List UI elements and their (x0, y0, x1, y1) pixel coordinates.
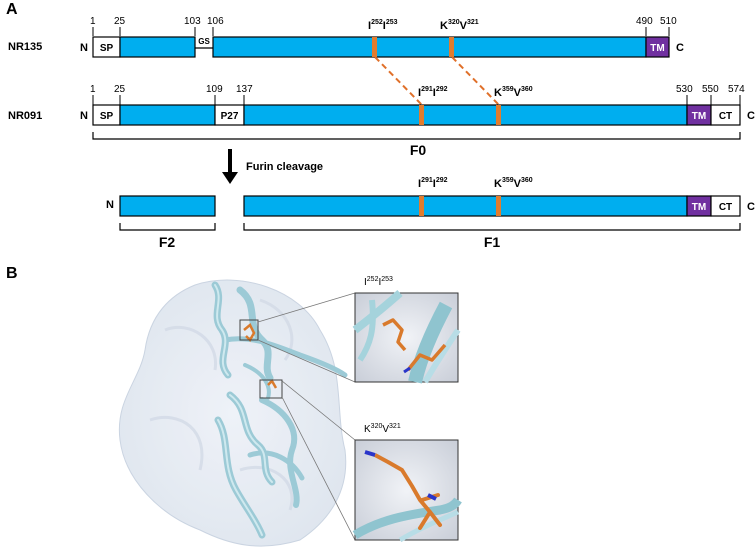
nr135-tm-domain (645, 36, 670, 58)
nr091-mutation-site-1 (419, 105, 424, 125)
connector-1a (257, 292, 356, 323)
nr135-site2-label: K320V321 (440, 19, 479, 32)
nr091-site1-label: I291I292 (418, 86, 448, 99)
nr135-c-terminus: C (676, 42, 684, 54)
nr135-name: NR135 (8, 41, 42, 53)
correspondence-line-2 (451, 56, 500, 106)
f1-bracket (243, 223, 741, 231)
nr135-domain-segment-1 (119, 36, 196, 58)
nr091-n-terminus: N (80, 110, 88, 122)
inset2-site-label: K320V321 (364, 423, 401, 435)
protein-surface (118, 279, 347, 547)
nr091-c-terminus: C (747, 110, 755, 122)
cleaved-c-terminus: C (747, 201, 755, 213)
zoom-box-2 (259, 379, 283, 399)
inset2-nitrogen-2 (427, 493, 437, 501)
inset1-nitrogen (403, 366, 411, 374)
f2-domain (119, 195, 216, 217)
f2-bracket (119, 223, 216, 231)
f1-tm-label: TM (692, 202, 706, 213)
nr091-name: NR091 (8, 110, 42, 122)
panel-b-label: B (6, 265, 18, 282)
nr091-sp-label: SP (100, 111, 114, 122)
inset1-site-label: I252I253 (364, 276, 393, 288)
nr135-pos-25: 25 (114, 16, 126, 27)
nr091-pos-574: 574 (728, 84, 745, 95)
nr135-site1-label: I252I253 (368, 19, 398, 32)
f1-mutation-site-1 (419, 196, 424, 216)
inset1-residue-1 (382, 318, 407, 352)
nr135-gs-label: GS (198, 37, 210, 46)
f1-site1-label: I291I292 (418, 177, 448, 190)
f1-ct-domain (710, 195, 741, 217)
f1-site2-label: K359V360 (494, 177, 533, 190)
nr091-pos-109: 109 (206, 84, 223, 95)
correspondence-line-1 (374, 56, 423, 106)
nr091-domain-segment-2 (243, 104, 688, 126)
nr091-ct-label: CT (719, 111, 732, 122)
nr135-sp-label: SP (100, 43, 114, 54)
surface-texture (149, 298, 294, 511)
nr091-mutation-site-2 (496, 105, 501, 125)
nr135-mutation-site-2 (449, 37, 454, 57)
nr091-domain-segment-1 (119, 104, 216, 126)
inset-2 (352, 439, 462, 543)
f1-mutation-site-2 (496, 196, 501, 216)
nr091-p27-label: P27 (221, 111, 239, 122)
nr091-construct: NR091 N C 1 25 109 137 530 550 574 SP P2… (8, 84, 755, 126)
f0-bracket (92, 132, 741, 140)
panel-a-label: A (6, 1, 18, 18)
nr135-n-terminus: N (80, 42, 88, 54)
inset-1 (352, 289, 461, 384)
f1-ct-label: CT (719, 202, 732, 213)
f0-label: F0 (410, 142, 427, 158)
f1-domain (243, 195, 688, 217)
nr091-tm-label: TM (692, 111, 706, 122)
zoom-box-1 (239, 319, 259, 341)
nr091-ct-domain (710, 104, 741, 126)
nr135-pos-1: 1 (90, 16, 96, 27)
inset1-residue-2 (406, 343, 447, 372)
inset2-residue-1 (374, 453, 432, 514)
nr135-pos-106: 106 (207, 16, 224, 27)
nr091-site2-label: K359V360 (494, 86, 533, 99)
cleaved-products: N TM CT C I291I292 K359V360 F2 F1 (106, 177, 755, 250)
nr091-pos-137: 137 (236, 84, 253, 95)
nr091-pos-550: 550 (702, 84, 719, 95)
nr135-pos-490: 490 (636, 16, 653, 27)
f1-label: F1 (484, 234, 501, 250)
nr135-pos-510: 510 (660, 16, 677, 27)
inset2-nitrogen-1 (364, 450, 376, 457)
nr135-domain-segment-2 (212, 36, 647, 58)
nr091-pos-25: 25 (114, 84, 126, 95)
cleaved-n-terminus: N (106, 199, 114, 211)
residue-marker-2 (267, 378, 278, 389)
nr135-tm-label: TM (650, 43, 664, 54)
connector-2b (281, 396, 356, 541)
residue-marker-1 (243, 323, 256, 343)
nr135-construct: NR135 N C 1 25 103 106 490 510 SP GS TM … (8, 16, 684, 58)
nr091-pos-530: 530 (676, 84, 693, 95)
furin-cleavage-arrowhead (222, 172, 238, 184)
nr091-pos-1: 1 (90, 84, 96, 95)
connector-2a (281, 380, 356, 441)
protein-ribbon-highlight (214, 284, 273, 536)
nr135-pos-103: 103 (184, 16, 201, 27)
f2-label: F2 (159, 234, 176, 250)
connector-1b (257, 339, 356, 383)
furin-cleavage-label: Furin cleavage (246, 161, 323, 173)
nr135-mutation-site-1 (372, 37, 377, 57)
